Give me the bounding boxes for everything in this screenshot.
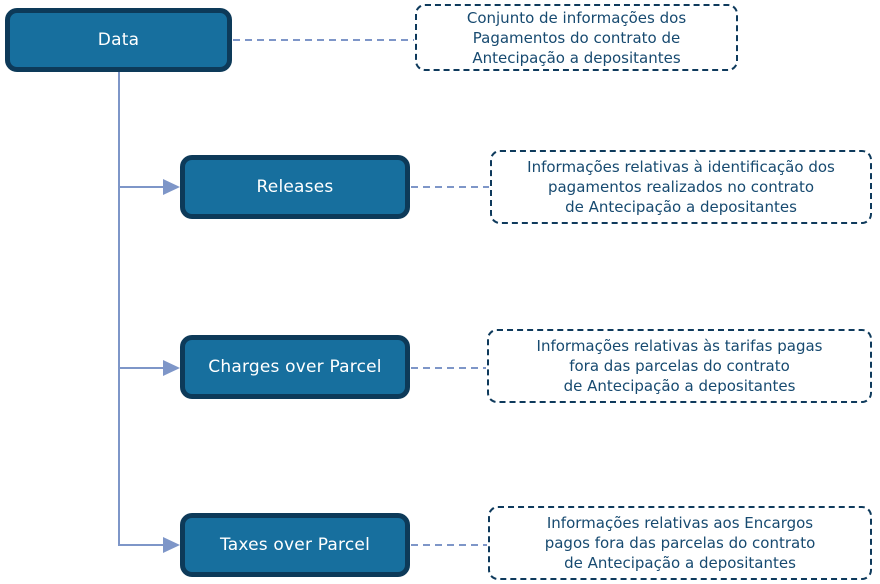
annotation-line: de Antecipação a depositantes [564, 554, 796, 572]
node-taxes-label: Taxes over Parcel [219, 535, 370, 555]
arrowhead-releases-icon [163, 179, 180, 195]
annotation-line: de Antecipação a depositantes [563, 377, 796, 395]
node-charges-over-parcel: Charges over Parcel [180, 335, 410, 399]
node-data: Data [5, 8, 232, 72]
node-releases: Releases [180, 155, 410, 219]
tree-trunk-line [118, 72, 164, 546]
annotation-line: Pagamentos do contrato de [472, 28, 681, 47]
annotation-data: Conjunto de informações dos Pagamentos d… [415, 4, 738, 71]
annotation-line: fora das parcelas do contrato [569, 357, 790, 375]
annotation-line: Antecipação a depositantes [472, 48, 681, 67]
annotation-taxes: Informações relativas aos Encargos pagos… [488, 506, 872, 580]
annotation-releases: Informações relativas à identificação do… [490, 150, 872, 224]
annotation-line: Informações relativas à identificação do… [527, 158, 835, 176]
arrowhead-taxes-icon [163, 537, 180, 553]
annotation-line: Conjunto de informações dos [466, 8, 687, 27]
node-charges-label: Charges over Parcel [208, 357, 382, 377]
annotation-line: Informações relativas às tarifas pagas [536, 337, 823, 355]
annotation-line: pagamentos realizados no contrato [547, 178, 815, 196]
node-taxes-over-parcel: Taxes over Parcel [180, 513, 410, 577]
annotation-line: de Antecipação a depositantes [565, 198, 797, 216]
annotation-line: Informações relativas aos Encargos [546, 514, 814, 532]
annotation-line: pagos fora das parcelas do contrato [544, 534, 816, 552]
annotation-charges: Informações relativas às tarifas pagas f… [487, 329, 872, 403]
node-releases-label: Releases [256, 177, 334, 197]
node-data-label: Data [97, 30, 140, 50]
arrowhead-charges-icon [163, 360, 180, 376]
